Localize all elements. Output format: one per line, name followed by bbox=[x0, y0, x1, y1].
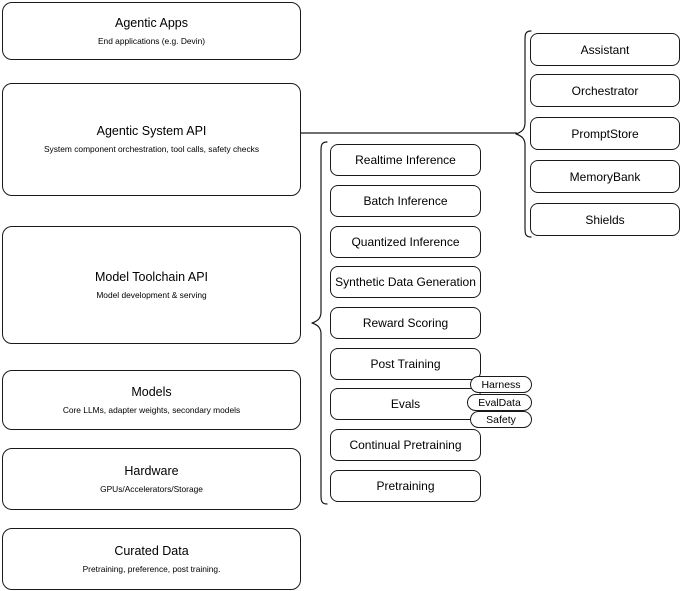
layer-subtitle: System component orchestration, tool cal… bbox=[43, 144, 260, 155]
toolchain-component-pretraining[interactable]: Pretraining bbox=[330, 470, 481, 502]
toolchain-component-evals[interactable]: Evals bbox=[330, 388, 481, 420]
component-label: Synthetic Data Generation bbox=[335, 275, 476, 289]
system-component-memorybank[interactable]: MemoryBank bbox=[530, 160, 680, 193]
component-label: Realtime Inference bbox=[355, 153, 456, 167]
toolchain-component-batch-inference[interactable]: Batch Inference bbox=[330, 185, 481, 217]
layer-subtitle: GPUs/Accelerators/Storage bbox=[100, 483, 203, 494]
eval-subcomponent-harness[interactable]: Harness bbox=[470, 376, 532, 393]
layer-hardware[interactable]: Hardware GPUs/Accelerators/Storage bbox=[2, 448, 301, 510]
component-label: Pretraining bbox=[376, 479, 435, 493]
toolchain-component-reward-scoring[interactable]: Reward Scoring bbox=[330, 307, 481, 339]
system-component-shields[interactable]: Shields bbox=[530, 203, 680, 236]
eval-subcomponent-safety[interactable]: Safety bbox=[470, 411, 532, 428]
layer-title: Curated Data bbox=[114, 543, 189, 558]
toolchain-component-realtime-inference[interactable]: Realtime Inference bbox=[330, 144, 481, 176]
layer-title: Agentic System API bbox=[96, 124, 207, 139]
layer-subtitle: Model development & serving bbox=[96, 289, 207, 300]
component-label: PromptStore bbox=[571, 126, 639, 141]
component-label: Quantized Inference bbox=[351, 235, 460, 249]
brace-toolchain-components bbox=[310, 140, 334, 506]
pill-label: EvalData bbox=[478, 396, 521, 409]
layer-title: Model Toolchain API bbox=[94, 269, 209, 284]
toolchain-component-quantized-inference[interactable]: Quantized Inference bbox=[330, 226, 481, 258]
system-component-orchestrator[interactable]: Orchestrator bbox=[530, 74, 680, 107]
layer-title: Hardware bbox=[124, 463, 179, 478]
layer-agentic-system-api[interactable]: Agentic System API System component orch… bbox=[2, 83, 301, 196]
component-label: Shields bbox=[585, 212, 625, 227]
component-label: Orchestrator bbox=[571, 83, 639, 98]
component-label: Reward Scoring bbox=[362, 316, 449, 330]
layer-agentic-apps[interactable]: Agentic Apps End applications (e.g. Devi… bbox=[2, 2, 301, 60]
layer-curated-data[interactable]: Curated Data Pretraining, preference, po… bbox=[2, 528, 301, 590]
toolchain-component-synthetic-data-generation[interactable]: Synthetic Data Generation bbox=[330, 266, 481, 298]
brace-system-components bbox=[514, 29, 538, 239]
layer-title: Models bbox=[131, 384, 172, 399]
component-label: MemoryBank bbox=[569, 169, 641, 184]
layer-title: Agentic Apps bbox=[115, 15, 188, 30]
layer-subtitle: Core LLMs, adapter weights, secondary mo… bbox=[62, 404, 241, 415]
layer-subtitle: End applications (e.g. Devin) bbox=[97, 35, 206, 46]
component-label: Assistant bbox=[580, 42, 630, 57]
component-label: Evals bbox=[390, 397, 421, 411]
system-component-promptstore[interactable]: PromptStore bbox=[530, 117, 680, 150]
system-component-assistant[interactable]: Assistant bbox=[530, 33, 680, 66]
pill-label: Safety bbox=[486, 413, 516, 426]
eval-subcomponent-evaldata[interactable]: EvalData bbox=[467, 394, 532, 411]
component-label: Continual Pretraining bbox=[349, 438, 462, 452]
pill-label: Harness bbox=[481, 378, 521, 391]
component-label: Batch Inference bbox=[363, 194, 448, 208]
layer-model-toolchain-api[interactable]: Model Toolchain API Model development & … bbox=[2, 226, 301, 344]
layer-subtitle: Pretraining, preference, post training. bbox=[82, 563, 221, 574]
toolchain-component-post-training[interactable]: Post Training bbox=[330, 348, 481, 380]
layer-models[interactable]: Models Core LLMs, adapter weights, secon… bbox=[2, 370, 301, 430]
toolchain-component-continual-pretraining[interactable]: Continual Pretraining bbox=[330, 429, 481, 461]
component-label: Post Training bbox=[370, 357, 441, 371]
